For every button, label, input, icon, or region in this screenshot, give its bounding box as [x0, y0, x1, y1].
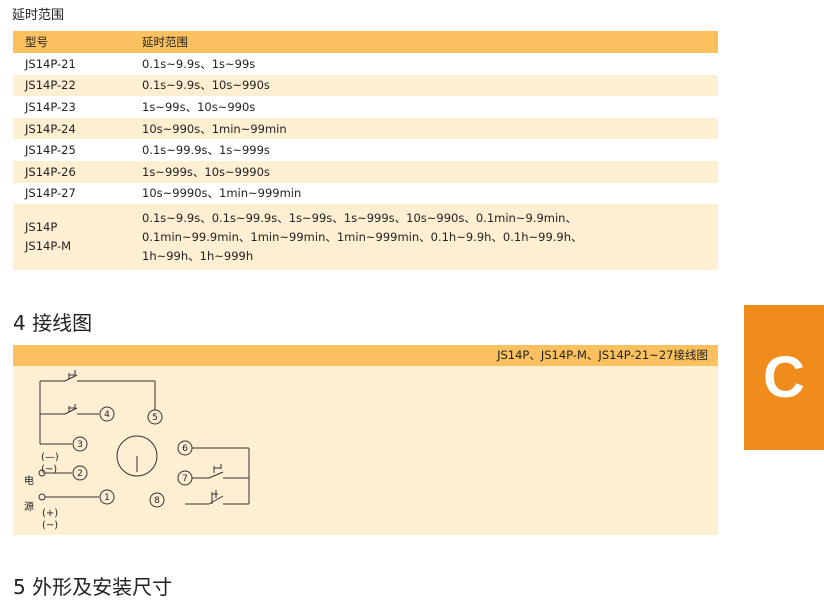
- timed-contact-icon: [68, 370, 76, 379]
- polarity-label: (—): [41, 452, 59, 463]
- model-cell: JS14P-22: [13, 74, 130, 97]
- terminal-label: 8: [154, 496, 160, 506]
- section-tab-letter: C: [763, 345, 805, 410]
- table-row: JS14P-22 0.1s~9.9s、10s~990s: [13, 74, 718, 97]
- range-cell: 10s~990s、1min~99min: [130, 117, 718, 140]
- range-cell: 0.1s~9.9s、0.1s~99.9s、1s~99s、1s~999s、10s~…: [130, 204, 718, 271]
- terminal-1: [99, 489, 115, 505]
- timed-contact-icon: [211, 490, 218, 504]
- power-label: 电: [24, 474, 34, 487]
- power-terminal-icon: [38, 493, 46, 501]
- model-cell: JS14P-25: [13, 139, 130, 161]
- timer-coil-icon: [116, 435, 158, 477]
- table-caption: 延时范围: [12, 8, 65, 23]
- power-label: 源: [24, 500, 34, 513]
- timed-contact-icon: [213, 464, 222, 473]
- polarity-label: (~): [41, 464, 57, 475]
- table-row: JS14P-23 1s~99s、10s~990s: [13, 96, 718, 118]
- terminal-label: 2: [77, 469, 83, 479]
- column-header-range: 延时范围: [130, 31, 718, 53]
- table-header-row: 型号 延时范围: [13, 31, 718, 53]
- model-line: JS14P: [25, 220, 58, 235]
- terminal-6: [177, 440, 193, 456]
- model-cell: JS14P-24: [13, 117, 130, 140]
- terminal-label: 7: [182, 474, 188, 484]
- model-cell: JS14P-23: [13, 96, 130, 118]
- wiring-diagram-header: JS14P、JS14P-M、JS14P-21~27接线图: [13, 345, 718, 366]
- table-row: JS14P-21 0.1s~9.9s、1s~99s: [13, 53, 718, 75]
- table-row: JS14P-26 1s~999s、10s~9990s: [13, 160, 718, 183]
- model-cell: JS14P-27: [13, 182, 130, 205]
- section-tab-c: C: [744, 305, 824, 450]
- terminal-7: [177, 470, 193, 486]
- terminal-8: [149, 492, 165, 508]
- range-cell: 1s~999s、10s~9990s: [130, 160, 718, 183]
- polarity-label: (~): [42, 520, 58, 531]
- range-cell: 0.1s~9.9s、1s~99s: [130, 53, 718, 75]
- section-title-wiring: 4 接线图: [13, 311, 93, 335]
- terminal-3: [72, 436, 88, 452]
- model-cell: JS14P-26: [13, 160, 130, 183]
- range-line: 0.1min~99.9min、1min~99min、1min~999min、0.…: [142, 229, 583, 244]
- power-terminal-icon: [38, 469, 46, 477]
- model-cell: JS14P-21: [13, 53, 130, 75]
- contact-blade: [64, 374, 78, 382]
- terminal-label: 4: [104, 410, 110, 420]
- polarity-label: (+): [42, 508, 58, 519]
- terminal-label: 1: [104, 493, 110, 503]
- terminal-4: [99, 406, 115, 422]
- table-row: JS14P-27 10s~9990s、1min~999min: [13, 182, 718, 205]
- table-row: JS14P-24 10s~990s、1min~99min: [13, 117, 718, 140]
- terminal-label: 6: [182, 444, 188, 454]
- range-line: 1h~99h、1h~999h: [142, 248, 254, 263]
- column-header-model: 型号: [13, 31, 130, 53]
- terminal-5: [147, 409, 163, 425]
- timed-contact-icon: [68, 404, 76, 412]
- contact-blade: [208, 471, 224, 479]
- terminal-2: [72, 465, 88, 481]
- table-row: JS14P JS14P-M 0.1s~9.9s、0.1s~99.9s、1s~99…: [13, 204, 718, 271]
- model-line: JS14P-M: [25, 239, 72, 254]
- section-title-dimensions: 5 外形及安装尺寸: [13, 575, 173, 599]
- range-line: 0.1s~9.9s、0.1s~99.9s、1s~99s、1s~999s、10s~…: [142, 210, 577, 225]
- contact-blade: [208, 495, 224, 505]
- wiring-diagram-panel: JS14P、JS14P-M、JS14P-21~27接线图: [13, 345, 718, 535]
- model-cell: JS14P JS14P-M: [13, 204, 130, 271]
- range-cell: 10s~9990s、1min~999min: [130, 182, 718, 205]
- range-cell: 0.1s~9.9s、10s~990s: [130, 74, 718, 97]
- range-cell: 0.1s~99.9s、1s~999s: [130, 139, 718, 161]
- wiring-diagram: 1 2 3 4 5 6 7 8 (—) (~) 电 源 (+) (~): [24, 370, 250, 531]
- range-cell: 1s~99s、10s~990s: [130, 96, 718, 118]
- terminal-label: 5: [152, 413, 158, 423]
- table-row: JS14P-25 0.1s~99.9s、1s~999s: [13, 139, 718, 161]
- terminal-label: 3: [77, 440, 83, 450]
- delay-range-table: 型号 延时范围 JS14P-21 0.1s~9.9s、1s~99s JS14P-…: [13, 31, 718, 271]
